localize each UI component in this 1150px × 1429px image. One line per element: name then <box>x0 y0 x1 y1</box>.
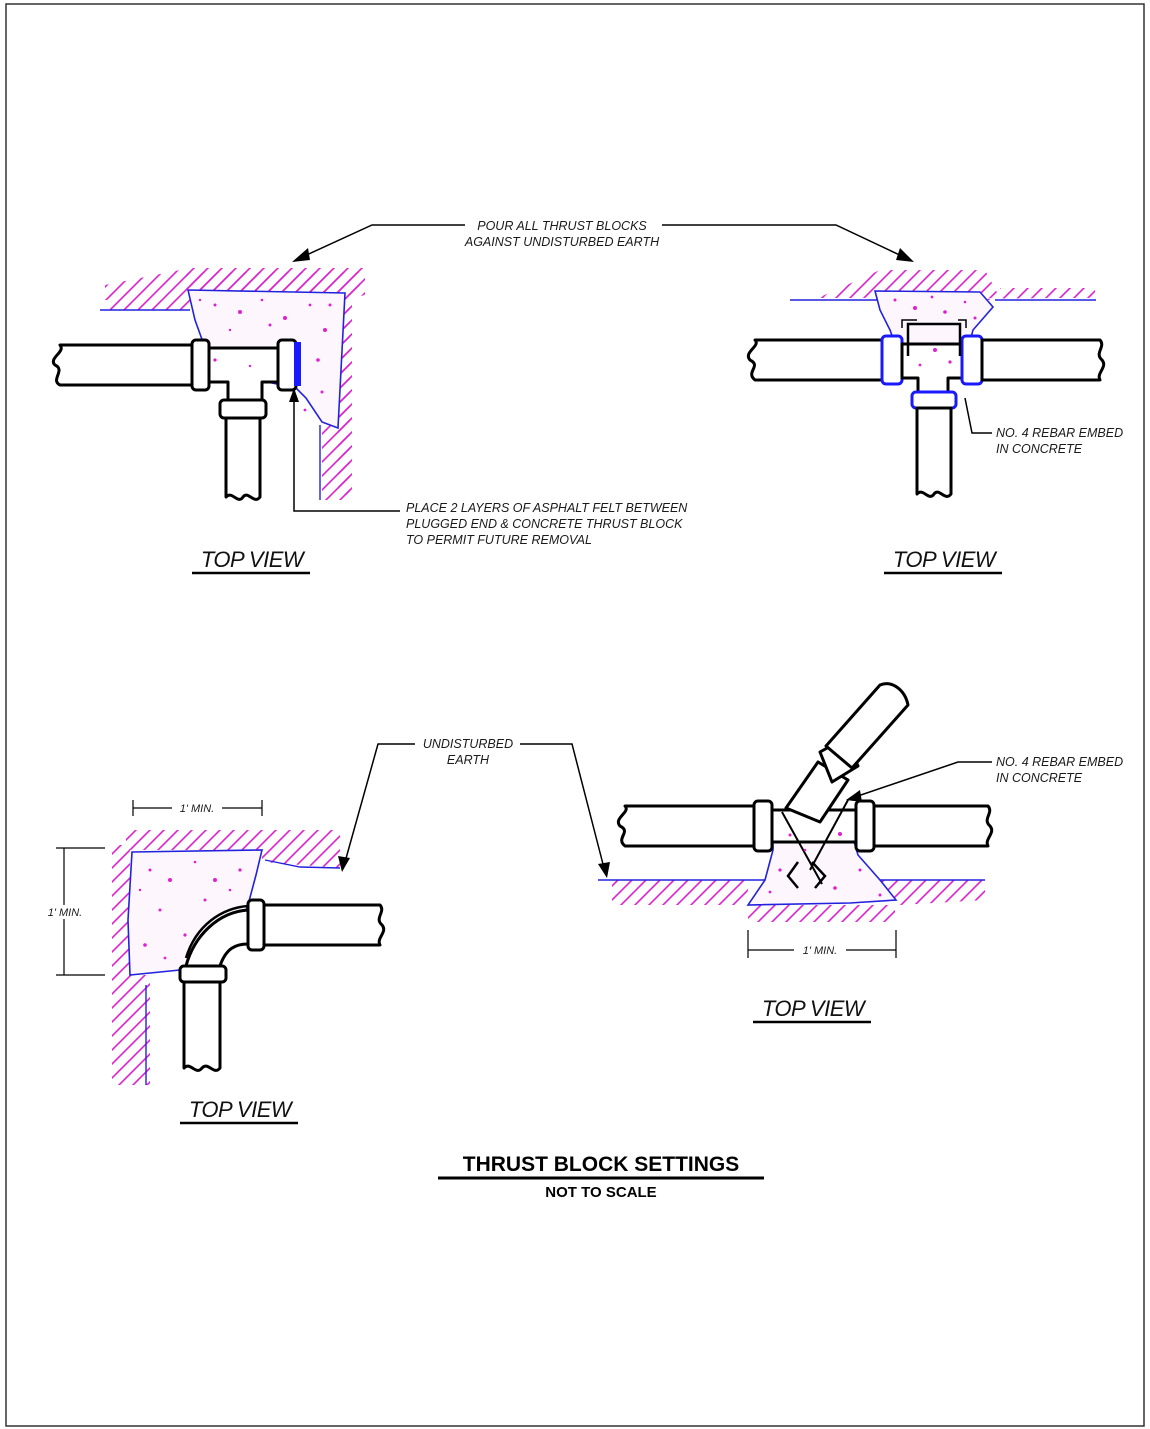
tee-bell-bottom-2 <box>910 390 958 410</box>
concrete-specks-2 <box>893 295 977 367</box>
view-label-elbow: TOP VIEW <box>189 1097 294 1122</box>
tee-bell-left-1 <box>190 338 211 392</box>
rebar-2 <box>906 322 962 356</box>
pipe-run-2-right <box>980 338 1106 382</box>
dim-elbow-height-text: 1' MIN. <box>48 907 83 919</box>
felt-note-line3: TO PERMIT FUTURE REMOVAL <box>406 533 592 547</box>
pipe-run-4-left <box>616 804 758 848</box>
dim-elbow-height-mask <box>40 905 90 919</box>
rebar-4-hooks <box>786 861 827 889</box>
felt-note-line2: PLUGGED END & CONCRETE THRUST BLOCK <box>406 517 683 531</box>
felt-note-line1: PLACE 2 LAYERS OF ASPHALT FELT BETWEEN <box>406 501 688 515</box>
felt-leader <box>293 398 400 512</box>
earth-arrow-left <box>338 856 350 872</box>
dim-wye-width-text: 1' MIN. <box>803 945 838 957</box>
wye-bell-left <box>752 799 774 853</box>
tee-bell-right-2 <box>960 334 984 386</box>
rebar1-note-line2: IN CONCRETE <box>996 442 1083 456</box>
view-label-wye: TOP VIEW <box>762 996 867 1021</box>
rebar2-leader <box>851 761 992 799</box>
pour-note-line1: POUR ALL THRUST BLOCKS <box>477 219 647 233</box>
earth-note-line1: UNDISTURBED <box>423 737 513 751</box>
rebar-2-hooks <box>901 319 967 328</box>
detail-elbow <box>40 800 386 1085</box>
earth-hatch-2 <box>820 288 1095 300</box>
elbow-rebar <box>184 904 249 959</box>
pour-arrow-right <box>896 248 914 262</box>
earth-hatch-4b <box>880 880 985 905</box>
earth-hatch-4c <box>748 905 895 922</box>
rebar2-note-line1: NO. 4 REBAR EMBED <box>996 755 1123 769</box>
earth-hatch-4a <box>612 880 750 905</box>
felt-leader-arrow <box>289 388 299 402</box>
earth-line-3a <box>264 859 341 869</box>
earth-hatch-3a <box>126 830 340 868</box>
pour-arrow-left <box>292 248 310 262</box>
earth-hatch-3b <box>112 845 150 1085</box>
pour-leader-left <box>299 224 465 259</box>
drawing-title: THRUST BLOCK SETTINGS <box>463 1153 740 1176</box>
rebar-4 <box>781 799 849 885</box>
view-label-tee-plug: TOP VIEW <box>201 547 306 572</box>
tee-body-2 <box>900 342 966 395</box>
concrete-specks-3 <box>138 860 242 960</box>
pour-leaders <box>292 224 914 262</box>
detail-tee-plug <box>51 268 400 512</box>
pipe-branch-4 <box>824 682 910 770</box>
view-label-tee: TOP VIEW <box>893 547 998 572</box>
tee-plug-bell-1 <box>276 338 298 392</box>
pipe-elbow-horizontal <box>260 903 386 947</box>
asphalt-felt-1 <box>294 342 301 386</box>
elbow-bell-horizontal <box>246 898 266 952</box>
pipe-branch-2 <box>915 406 953 498</box>
drawing-subtitle: NOT TO SCALE <box>545 1184 656 1201</box>
pipe-branch-1 <box>224 416 262 501</box>
sheet-border <box>5 3 1145 1427</box>
concrete-specks-4 <box>768 832 882 897</box>
tee-bell-bottom-1 <box>218 398 268 420</box>
dim-elbow-width-text: 1' MIN. <box>180 803 215 815</box>
tee-bell-left-2 <box>880 334 904 386</box>
tee-body-1 <box>207 346 282 402</box>
earth-leader-left <box>344 743 415 863</box>
rebar1-leader <box>964 397 992 434</box>
pipe-run-4-right <box>872 804 994 848</box>
rebar2-note-line2: IN CONCRETE <box>996 771 1083 785</box>
detail-wye <box>598 682 994 958</box>
pour-note-line2: AGAINST UNDISTURBED EARTH <box>464 235 660 249</box>
earth-hatch-1b <box>105 268 365 495</box>
pipe-run-1 <box>51 343 197 387</box>
rebar1-note-line1: NO. 4 REBAR EMBED <box>996 426 1123 440</box>
pipe-run-2-left <box>746 338 887 382</box>
earth-leaders <box>338 743 610 878</box>
wye-bell-right <box>854 799 876 853</box>
pipe-elbow-vertical <box>182 980 222 1072</box>
pour-leader-right <box>662 224 907 259</box>
detail-tee <box>746 270 1106 498</box>
earth-leader-right <box>520 743 605 869</box>
dim-wye-width-mask <box>794 943 846 957</box>
earth-note-line2: EARTH <box>447 753 490 767</box>
concrete-specks-1 <box>198 298 332 412</box>
rebar2-leader-arrow <box>846 790 862 802</box>
dim-elbow-width-mask <box>172 800 222 814</box>
elbow-bell-vertical <box>178 964 228 984</box>
earth-arrow-right <box>598 862 610 878</box>
